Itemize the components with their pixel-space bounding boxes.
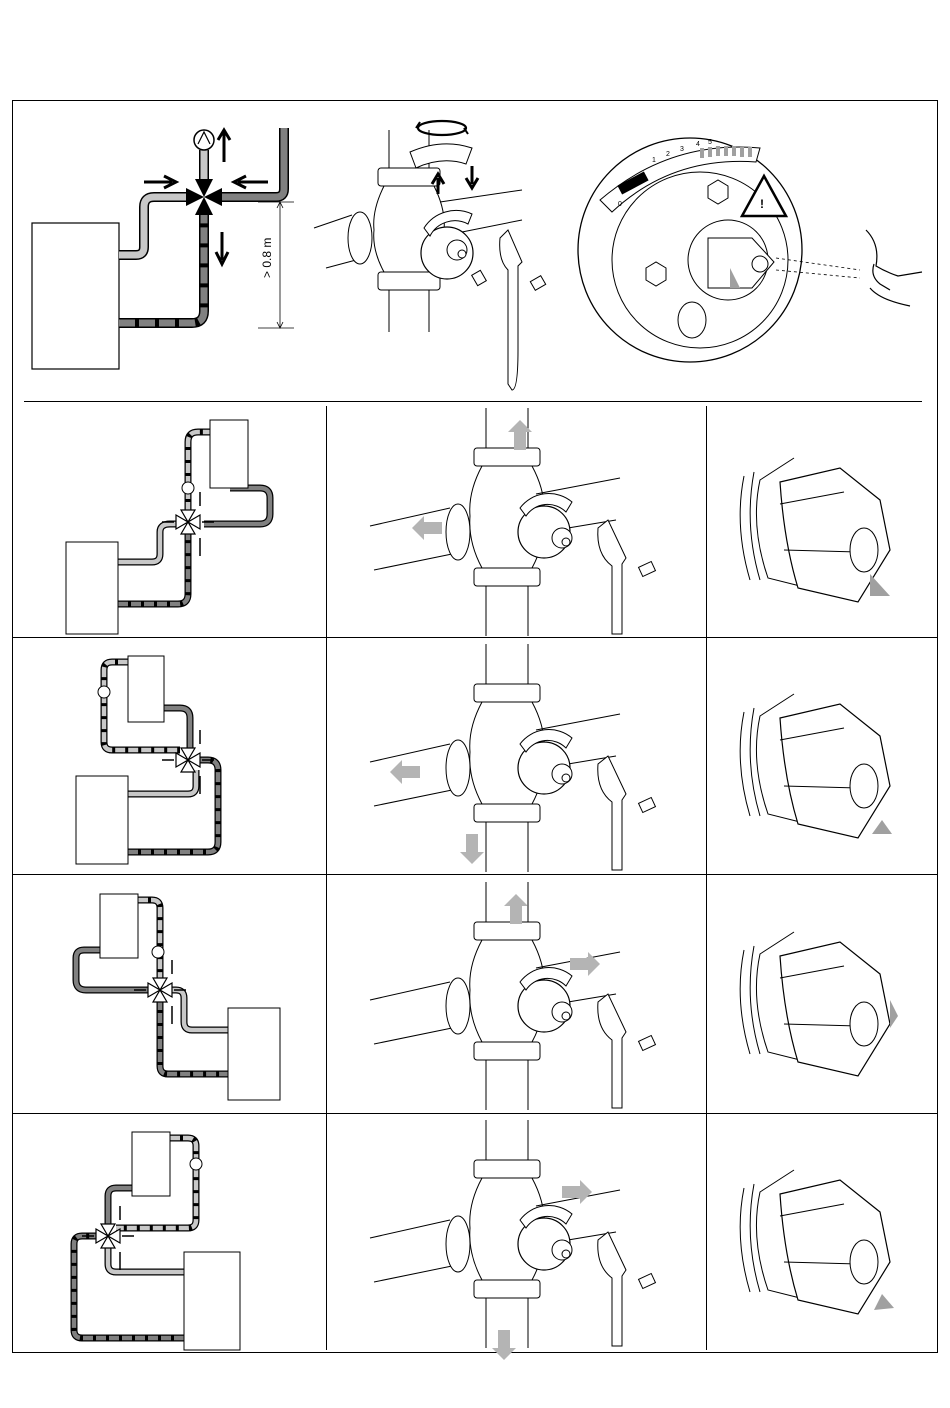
- valve-assembly: [340, 408, 700, 638]
- installation-schematic: > 0.8 m: [24, 110, 314, 390]
- distance-label: > 0.8 m: [260, 238, 274, 278]
- boiler-box: [32, 223, 119, 369]
- stem-position-detail: [740, 682, 910, 852]
- svg-text:1: 1: [652, 157, 656, 164]
- wrench-icon: [500, 230, 522, 390]
- pump-icon: [190, 1158, 202, 1170]
- position-marker: [890, 1000, 898, 1028]
- wrench-icon: [598, 994, 626, 1108]
- svg-text:2: 2: [666, 151, 670, 158]
- divider-top: [24, 401, 922, 402]
- svg-text:4: 4: [696, 141, 700, 148]
- stem-position-detail: [740, 446, 910, 616]
- hydraulic-schematic: [30, 886, 320, 1112]
- flow-direction-arrow: [570, 952, 600, 976]
- pump-icon: [152, 946, 164, 958]
- valve-assembly-top: [312, 110, 562, 395]
- divider-row-3: [12, 874, 938, 875]
- boiler-box: [76, 776, 128, 864]
- boiler-box: [184, 1252, 240, 1350]
- wrench-icon: [598, 756, 626, 870]
- flow-direction-arrow: [460, 834, 484, 864]
- svg-text:5: 5: [708, 139, 712, 146]
- hydraulic-schematic: [30, 1124, 320, 1350]
- hydraulic-schematic: [30, 648, 320, 874]
- flow-direction-arrow: [492, 1330, 516, 1360]
- position-marker: [874, 1294, 894, 1310]
- boiler-box: [132, 1132, 170, 1196]
- screw-icon: [639, 1274, 656, 1289]
- flow-direction-arrow: [504, 894, 528, 924]
- four-way-valve-icon: [148, 978, 172, 1002]
- hydraulic-schematic: [30, 412, 320, 638]
- svg-text:3: 3: [680, 146, 684, 153]
- rotate-arrows-icon: [416, 121, 468, 135]
- position-marker: [872, 820, 892, 834]
- boiler-box: [210, 420, 248, 488]
- boiler-box: [100, 894, 138, 958]
- four-way-valve-icon: [186, 179, 222, 215]
- valve-assembly: [340, 882, 700, 1112]
- stem-position-detail: [740, 1158, 910, 1328]
- pump-icon: [194, 130, 214, 150]
- svg-text:!: !: [760, 197, 764, 211]
- stem-position-detail: [740, 920, 910, 1090]
- svg-text:0: 0: [618, 201, 622, 208]
- boiler-box: [228, 1008, 280, 1100]
- eye-icon: [866, 230, 922, 306]
- wrench-icon: [598, 1232, 626, 1346]
- four-way-valve-icon: [176, 510, 200, 534]
- boiler-box: [66, 542, 118, 634]
- screw-icon: [639, 798, 656, 813]
- valve-scale-detail: 0 1 2 3 4 5 !: [580, 120, 925, 380]
- screw-icon: [639, 1036, 656, 1051]
- screw-icon: [639, 562, 656, 577]
- divider-row-4: [12, 1113, 938, 1114]
- boiler-box: [128, 656, 164, 722]
- pump-icon: [182, 482, 194, 494]
- valve-assembly: [340, 1120, 700, 1350]
- wrench-icon: [598, 520, 626, 634]
- flow-direction-arrow: [412, 516, 442, 540]
- pump-icon: [98, 686, 110, 698]
- flow-direction-arrow: [390, 760, 420, 784]
- divider-col-1: [326, 406, 327, 1350]
- divider-col-2: [706, 406, 707, 1350]
- valve-assembly: [340, 644, 700, 874]
